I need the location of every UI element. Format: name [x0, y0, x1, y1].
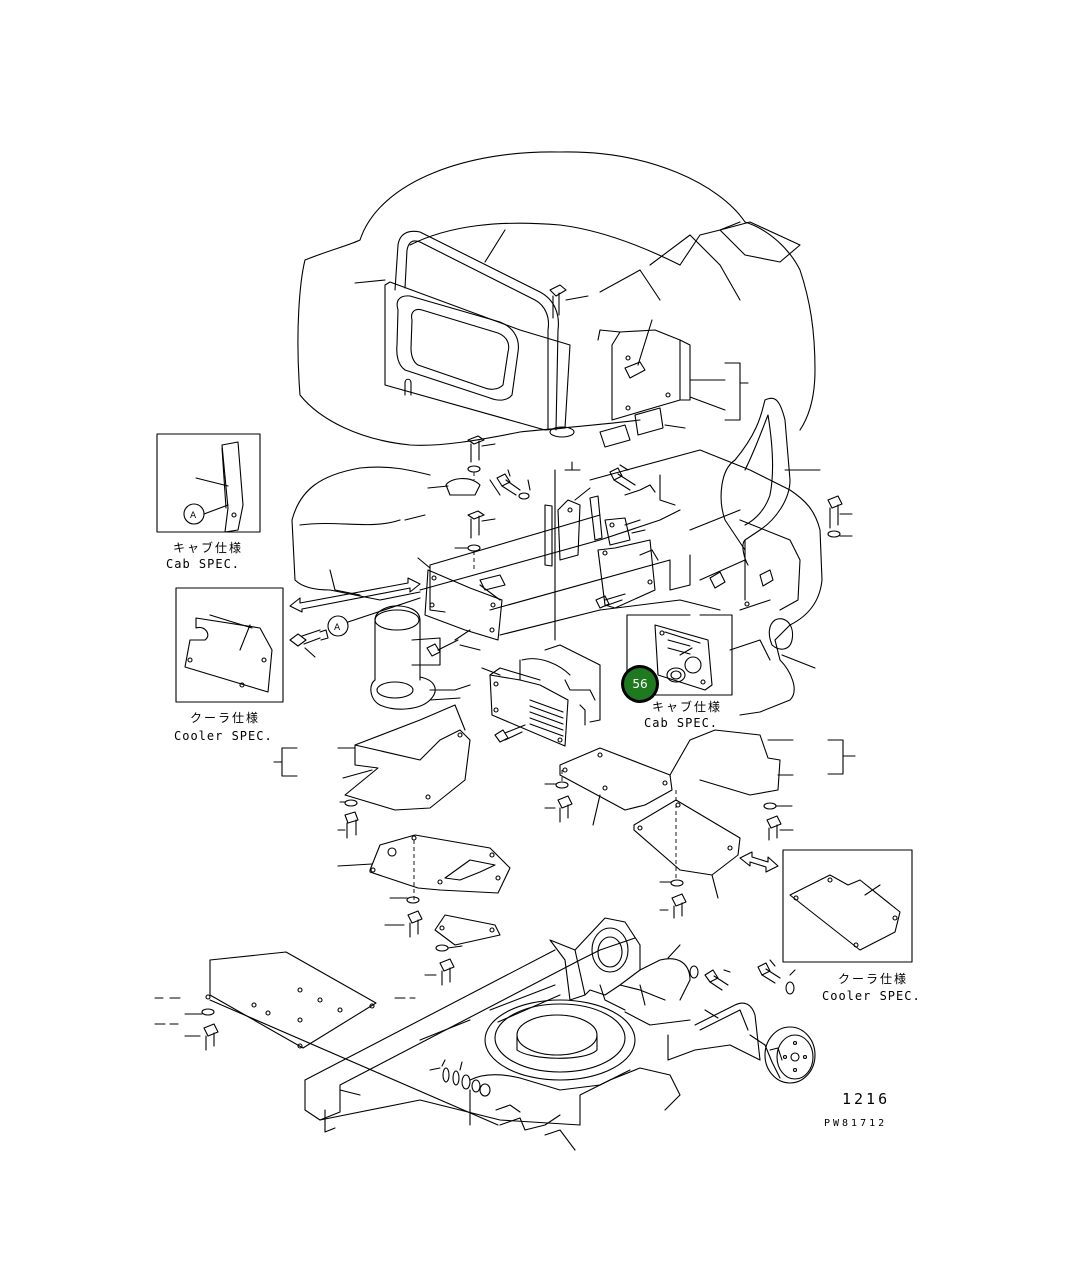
bolt-marker-a: A [289, 597, 421, 658]
plate-left [424, 569, 503, 641]
bolt-set-right [827, 495, 853, 538]
left-covers [273, 704, 471, 839]
page-number: 1216 [842, 1090, 890, 1108]
lower-covers-center [559, 729, 856, 899]
hotspot-fill [624, 668, 656, 700]
upper-frame [291, 449, 823, 716]
callout-box-left-mid: クーラ仕様 Cooler SPEC. [174, 587, 284, 743]
marker-a-label: A [190, 511, 197, 521]
side-cover-right [720, 397, 821, 607]
boom-bracket [549, 917, 691, 1026]
drawing-code: PW81712 [824, 1118, 887, 1129]
swing-turntable [469, 999, 636, 1091]
center-brackets [544, 474, 676, 609]
bushings [429, 1059, 491, 1097]
washers-bolts-lower-right [689, 959, 796, 995]
rear-bracket [597, 319, 749, 448]
bolt-set-center [496, 464, 636, 609]
grab-rail-panel [354, 229, 575, 438]
double-arrow-left [289, 577, 421, 613]
callout-center-jp: キャブ仕様 [652, 699, 722, 714]
callout-center-en: Cab SPEC. [644, 716, 718, 730]
counterweight-hood [297, 151, 816, 446]
bolt-top-center [549, 284, 589, 319]
double-arrow-right [739, 851, 779, 873]
hotspot-label[interactable]: 56 [632, 677, 647, 691]
swing-pivot [370, 605, 501, 710]
callout-left-top-jp: キャブ仕様 [173, 540, 243, 555]
bolt-set-upper-left [427, 435, 501, 570]
callout-right-jp: クーラ仕様 [838, 972, 908, 986]
deck-left [404, 461, 721, 641]
callout-left-mid-en: Cooler SPEC. [174, 729, 273, 743]
callout-box-center: キャブ仕様 Cab SPEC. [626, 614, 733, 730]
callout-left-top-en: Cab SPEC. [166, 557, 240, 571]
louvered-cover [489, 644, 601, 747]
swing-motor [667, 1002, 816, 1084]
lower-base-frame [154, 937, 681, 1151]
marker-a2-label: A [334, 623, 341, 633]
bolt-set-middle [544, 770, 573, 823]
part-hotspot-56[interactable]: 56 [621, 665, 659, 703]
bolt-set-lower-right [659, 879, 687, 919]
callout-box-right: クーラ仕様 Cooler SPEC. [782, 849, 921, 1003]
callout-right-en: Cooler SPEC. [822, 989, 921, 1003]
callout-box-left-top: A キャブ仕様 Cab SPEC. [156, 433, 261, 571]
lower-left-cover [337, 834, 511, 986]
callout-left-mid-jp: クーラ仕様 [190, 711, 260, 725]
